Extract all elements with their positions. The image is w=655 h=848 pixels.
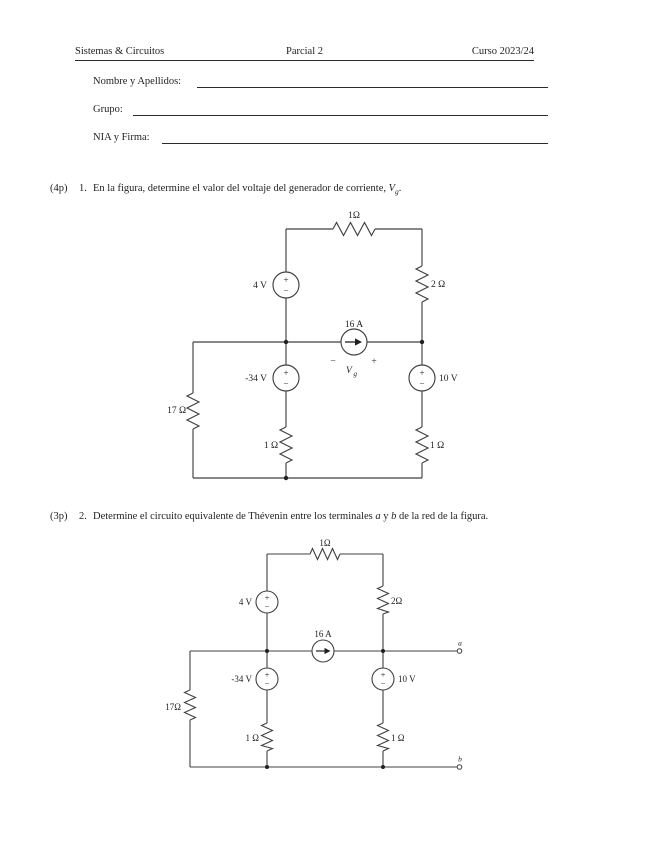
c1-resistor-2ohm [414, 265, 430, 303]
c2-label-16a: 16 A [314, 629, 332, 639]
q2-text-after: de la red de la figura. [396, 511, 489, 522]
c1-label-1ohm-mid: 1 Ω [264, 441, 278, 451]
c2-label-r-top: 1Ω [319, 538, 331, 548]
c2-terminal-b-icon [456, 764, 463, 770]
c2-resistor-1ohm-mid [259, 722, 275, 752]
q1-text: En la figura, determine el valor del vol… [93, 183, 389, 194]
c1-node-dot [419, 339, 425, 345]
c2-terminal-a-label: a [458, 639, 462, 648]
c2-4v-plus-icon: + [265, 593, 270, 603]
c1-current-arrowhead-icon [355, 338, 362, 346]
c1-m34v-minus-icon: − [283, 379, 288, 389]
q1-number: 1. [79, 183, 87, 194]
circuit-2-schematic: + − + − + − a b 1Ω 4 V 2Ω 16 A -34 V 10 … [165, 538, 463, 770]
c2-resistor-17ohm [183, 689, 197, 721]
q1-period: . [398, 183, 402, 194]
c1-label-2ohm: 2 Ω [431, 280, 445, 290]
c2-resistor-1ohm-top [309, 547, 341, 561]
c2-current-arrowhead-icon [324, 647, 331, 655]
q2-number: 2. [79, 511, 87, 522]
q2-text-before: Determine el circuito equivalente de Thé… [93, 511, 376, 522]
c1-voltage-source-m34v [272, 364, 300, 392]
c1-resistor-1ohm-right [414, 426, 430, 464]
circuit-1-schematic: + − + − + − 1Ω 4 V 2 Ω 16 A − + V g -34 … [167, 211, 458, 481]
c2-node-dot [381, 649, 385, 653]
group-fill-line [133, 115, 548, 116]
c2-label-10v: 10 V [398, 674, 416, 684]
header-course-year: Curso 2023/24 [471, 46, 534, 57]
c1-resistor-17ohm [185, 392, 201, 430]
c2-label-1ohm-right: 1 Ω [391, 733, 405, 743]
q1-points: (4p) [50, 183, 68, 194]
c2-label-1ohm-mid: 1 Ω [246, 733, 260, 743]
c2-voltage-source-m34v [255, 667, 279, 691]
c2-10v-minus-icon: − [381, 679, 386, 689]
c2-wires [189, 553, 457, 768]
c1-voltage-source-10v [408, 364, 436, 392]
header-exam-title: Parcial 2 [285, 46, 324, 57]
c1-label-r-top: 1Ω [348, 211, 360, 221]
nia-label: NIA y Firma: [93, 132, 150, 143]
c2-current-source-16a [311, 639, 335, 663]
q2-conjunction: y [380, 511, 392, 522]
c2-resistor-2ohm [375, 585, 391, 615]
c1-resistor-1ohm-mid [278, 426, 294, 464]
c2-voltage-source-4v [255, 590, 279, 614]
c1-vg-plus: + [371, 357, 376, 367]
c1-label-17ohm: 17 Ω [167, 406, 186, 416]
c1-label-16a: 16 A [345, 320, 363, 330]
c2-label-m34v: -34 V [231, 674, 252, 684]
q2-points: (3p) [50, 511, 68, 522]
c2-terminal-b-label: b [458, 755, 462, 764]
nia-fill-line [162, 143, 548, 144]
c2-voltage-source-10v [371, 667, 395, 691]
c1-m34v-plus-icon: + [283, 368, 288, 378]
header-rule [75, 60, 534, 61]
c1-label-m34v: -34 V [245, 374, 267, 384]
c1-label-4v: 4 V [253, 281, 267, 291]
c2-terminal-a-icon [456, 648, 463, 654]
c1-resistor-1ohm-top [332, 221, 376, 237]
c2-10v-plus-icon: + [381, 670, 386, 680]
c2-4v-minus-icon: − [265, 602, 270, 612]
c1-vg-minus: − [330, 357, 335, 367]
c2-label-17ohm: 17Ω [165, 702, 181, 712]
q1-vg-symbol: V [388, 183, 396, 194]
c2-resistor-1ohm-right [375, 722, 391, 752]
header-course-title: Sistemas & Circuitos [75, 46, 165, 57]
group-label: Grupo: [93, 104, 123, 115]
c1-4v-minus-icon: − [283, 286, 288, 296]
c1-node-dot [283, 339, 289, 345]
c1-node-dot [283, 475, 289, 481]
question-2: (3p) 2. Determine el circuito equivalente … [50, 511, 488, 522]
c1-10v-minus-icon: − [419, 379, 424, 389]
c2-label-2ohm: 2Ω [391, 596, 403, 606]
question-1: (4p) 1. En la figura, determine el valor d… [50, 183, 401, 196]
c2-label-4v: 4 V [239, 597, 253, 607]
c1-10v-plus-icon: + [419, 368, 424, 378]
c1-label-1ohm-right: 1 Ω [430, 441, 444, 451]
q2-terminal-a: a [375, 511, 381, 522]
name-label: Nombre y Apellidos: [93, 76, 182, 87]
name-fill-line [197, 87, 548, 88]
c2-m34v-minus-icon: − [265, 679, 270, 689]
c1-4v-plus-icon: + [283, 275, 288, 285]
c2-node-dot [381, 765, 385, 769]
q1-vg-subscript: g [395, 187, 399, 197]
c2-node-dot [265, 649, 269, 653]
c1-vg-symbol: V [346, 366, 353, 376]
c2-m34v-plus-icon: + [265, 670, 270, 680]
c1-vg-subscript: g [354, 370, 358, 378]
c2-node-dot [265, 765, 269, 769]
q2-terminal-b: b [391, 511, 397, 522]
c1-wires [192, 228, 423, 479]
c1-voltage-source-4v [272, 271, 300, 299]
c1-label-10v: 10 V [439, 374, 458, 384]
c1-current-source-16a [340, 328, 368, 356]
